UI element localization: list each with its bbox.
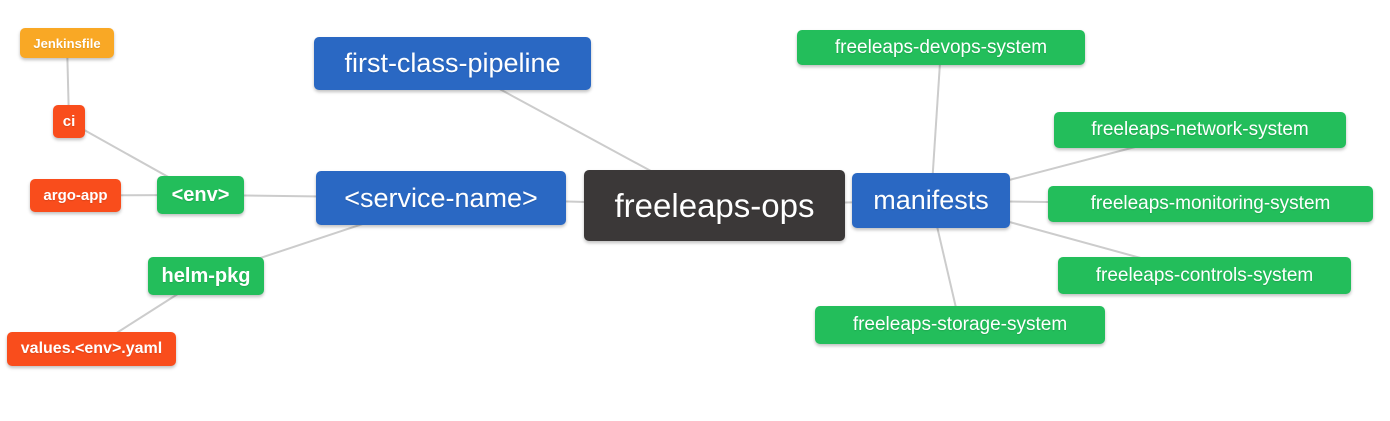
- node-jenkinsfile[interactable]: Jenkinsfile: [20, 28, 114, 58]
- node-ci[interactable]: ci: [53, 105, 85, 138]
- node-freeleaps-network-system[interactable]: freeleaps-network-system: [1054, 112, 1346, 148]
- node-argo-app[interactable]: argo-app: [30, 179, 121, 212]
- node-service-name[interactable]: <service-name>: [316, 171, 566, 225]
- node-freeleaps-storage-system[interactable]: freeleaps-storage-system: [815, 306, 1105, 344]
- node-values-env-yaml[interactable]: values.<env>.yaml: [7, 332, 176, 366]
- node-freeleaps-ops-root[interactable]: freeleaps-ops: [584, 170, 845, 241]
- node-env[interactable]: <env>: [157, 176, 244, 214]
- node-freeleaps-monitoring-system[interactable]: freeleaps-monitoring-system: [1048, 186, 1373, 222]
- node-first-class-pipeline[interactable]: first-class-pipeline: [314, 37, 591, 90]
- node-manifests[interactable]: manifests: [852, 173, 1010, 228]
- node-freeleaps-controls-system[interactable]: freeleaps-controls-system: [1058, 257, 1351, 294]
- node-freeleaps-devops-system[interactable]: freeleaps-devops-system: [797, 30, 1085, 65]
- node-helm-pkg[interactable]: helm-pkg: [148, 257, 264, 295]
